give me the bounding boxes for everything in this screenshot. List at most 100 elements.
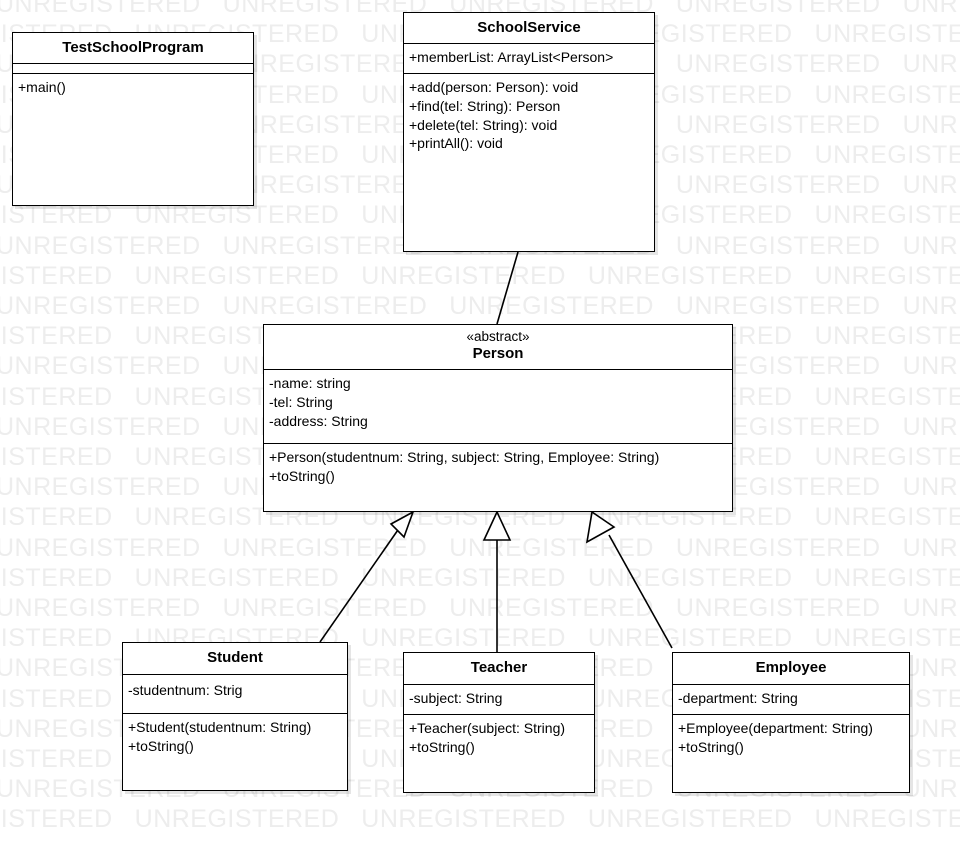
watermark-word: UNREGISTERED	[902, 292, 960, 320]
class-box-teacher[interactable]: Teacher -subject: String +Teacher(subjec…	[403, 652, 595, 793]
watermark-word: UNREGISTERED	[675, 231, 881, 260]
watermark-word: UNREGISTERED	[361, 563, 566, 592]
watermark-word: UNREGISTERED	[0, 261, 113, 290]
operations-compartment-test-school-program: +main()	[13, 74, 253, 102]
watermark-word: UNREGISTERED	[0, 443, 113, 471]
operations-compartment-school-service: +add(person: Person): void +find(tel: St…	[404, 74, 654, 158]
watermark-word: UNREGISTERED	[902, 533, 960, 562]
watermark-row: UNREGISTERED UNREGISTERED UNREGISTERED UNRE…	[0, 563, 960, 592]
watermark-word: UNREGISTERED	[0, 594, 201, 622]
generalization-teacher-person	[482, 510, 512, 652]
watermark-word: UNREGISTERED	[134, 563, 340, 592]
watermark-word: UNREGISTERED	[0, 624, 113, 653]
watermark-word: UNREGISTERED	[0, 412, 201, 441]
watermark-word: UNREGISTERED	[814, 563, 960, 592]
watermark-word: UNREGISTERED	[675, 292, 881, 320]
class-name-employee: Employee	[755, 659, 827, 676]
watermark-word: UNREGISTERED	[0, 352, 201, 381]
watermark-word: UNREGISTERED	[814, 443, 960, 471]
watermark-word: UNREGISTERED	[814, 624, 960, 653]
operation-item: +main()	[18, 79, 66, 95]
class-header-test-school-program: TestSchoolProgram	[13, 33, 253, 64]
watermark-word: UNREGISTERED	[675, 594, 881, 622]
watermark-word: UNREGISTERED	[0, 563, 113, 592]
watermark-row: UNREGISTERED UNREGISTERED UNREGISTERED UNRE…	[0, 294, 960, 319]
generalization-employee-person	[585, 510, 673, 649]
watermark-word: UNREGISTERED	[814, 503, 960, 532]
class-name-student: Student	[207, 649, 263, 666]
watermark-word: UNREGISTERED	[902, 473, 960, 502]
attribute-item: -subject: String	[409, 690, 503, 706]
generalization-arrowhead	[482, 510, 512, 541]
watermark-word: UNREGISTERED	[902, 775, 960, 804]
watermark-word: UNREGISTERED	[902, 0, 960, 18]
watermark-word: UNREGISTERED	[0, 0, 201, 18]
class-name-person: Person	[472, 345, 524, 363]
watermark-word: UNREGISTERED	[0, 503, 113, 532]
class-box-student[interactable]: Student -studentnum: Strig +Student(stud…	[122, 642, 348, 791]
watermark-word: UNREGISTERED	[361, 261, 566, 290]
watermark-word: UNREGISTERED	[0, 745, 113, 773]
class-box-person[interactable]: «abstract» Person -name: string -tel: St…	[263, 324, 733, 512]
class-box-test-school-program[interactable]: TestSchoolProgram +main()	[12, 32, 254, 206]
class-box-school-service[interactable]: SchoolService +memberList: ArrayList<Per…	[403, 12, 655, 252]
watermark-word: UNREGISTERED	[449, 292, 654, 320]
operation-item: +Student(studentnum: String)	[128, 719, 312, 735]
attributes-compartment-person: -name: string -tel: String -address: Str…	[264, 370, 732, 444]
attributes-compartment-school-service: +memberList: ArrayList<Person>	[404, 44, 654, 74]
watermark-word: UNREGISTERED	[902, 171, 960, 200]
association-schoolservice-person	[496, 251, 519, 325]
attribute-item: -address: String	[269, 412, 368, 429]
watermark-word: UNREGISTERED	[902, 50, 960, 79]
watermark-word: UNREGISTERED	[814, 322, 960, 351]
watermark-word: UNREGISTERED	[361, 624, 566, 653]
attribute-item: -studentnum: Strig	[128, 682, 243, 698]
operation-item: +add(person: Person): void	[409, 79, 579, 95]
attribute-item: -department: String	[678, 690, 798, 706]
class-stereotype-person: «abstract»	[466, 329, 530, 344]
attributes-compartment-teacher: -subject: String	[404, 685, 594, 715]
class-box-employee[interactable]: Employee -department: String +Employee(d…	[672, 652, 910, 793]
watermark-word: UNREGISTERED	[0, 805, 113, 834]
operations-compartment-student: +Student(studentnum: String) +toString()	[123, 714, 347, 761]
operation-item: +toString()	[409, 738, 475, 755]
operations-compartment-person: +Person(studentnum: String, subject: Str…	[264, 444, 732, 491]
watermark-word: UNREGISTERED	[902, 231, 960, 260]
watermark-word: UNREGISTERED	[0, 231, 201, 260]
operation-item: +Person(studentnum: String, subject: Str…	[269, 449, 660, 465]
attribute-item: +memberList: ArrayList<Person>	[409, 49, 614, 65]
operation-item: +toString()	[678, 738, 744, 755]
watermark-row: UNREGISTEREDUNREGISTEREDUNREGISTEREDUNRE…	[0, 807, 960, 832]
watermark-word: UNREGISTERED	[814, 261, 960, 290]
watermark-word: UNREGISTERED	[222, 231, 428, 260]
watermark-word: UNREGISTERED	[587, 624, 793, 653]
operation-item: +find(tel: String): Person	[409, 97, 561, 114]
attributes-compartment-employee: -department: String	[673, 685, 909, 715]
watermark-word: UNREGISTERED	[814, 805, 960, 834]
attributes-compartment-test-school-program	[13, 64, 253, 74]
watermark-row: UNREGISTERED UNREGISTERED UNREGISTERED UNRE…	[0, 533, 960, 562]
watermark-word: UNREGISTERED	[222, 533, 428, 562]
class-header-student: Student	[123, 643, 347, 675]
watermark-word: UNREGISTERED	[675, 0, 881, 18]
watermark-word: UNREGISTERED	[902, 110, 960, 139]
watermark-word: UNREGISTERED	[0, 322, 113, 351]
generalization-arrowhead	[389, 510, 415, 539]
attribute-item: -name: string	[269, 375, 351, 391]
watermark-word: UNREGISTERED	[0, 533, 201, 562]
attribute-item: -tel: String	[269, 393, 333, 410]
operation-item: +delete(tel: String): void	[409, 116, 558, 133]
class-header-employee: Employee	[673, 653, 909, 685]
watermark-word: UNREGISTERED	[361, 805, 566, 834]
watermark-word: UNREGISTERED	[0, 473, 201, 502]
operation-item: +toString()	[128, 737, 194, 754]
watermark-word: UNREGISTERED	[0, 292, 201, 320]
watermark-word: UNREGISTERED	[449, 594, 654, 622]
watermark-word: UNREGISTERED	[587, 563, 793, 592]
class-header-teacher: Teacher	[404, 653, 594, 685]
class-name-teacher: Teacher	[470, 659, 528, 676]
watermark-word: UNREGISTERED	[449, 533, 654, 562]
watermark-word: UNREGISTERED	[675, 110, 881, 139]
watermark-word: UNREGISTERED	[902, 412, 960, 441]
